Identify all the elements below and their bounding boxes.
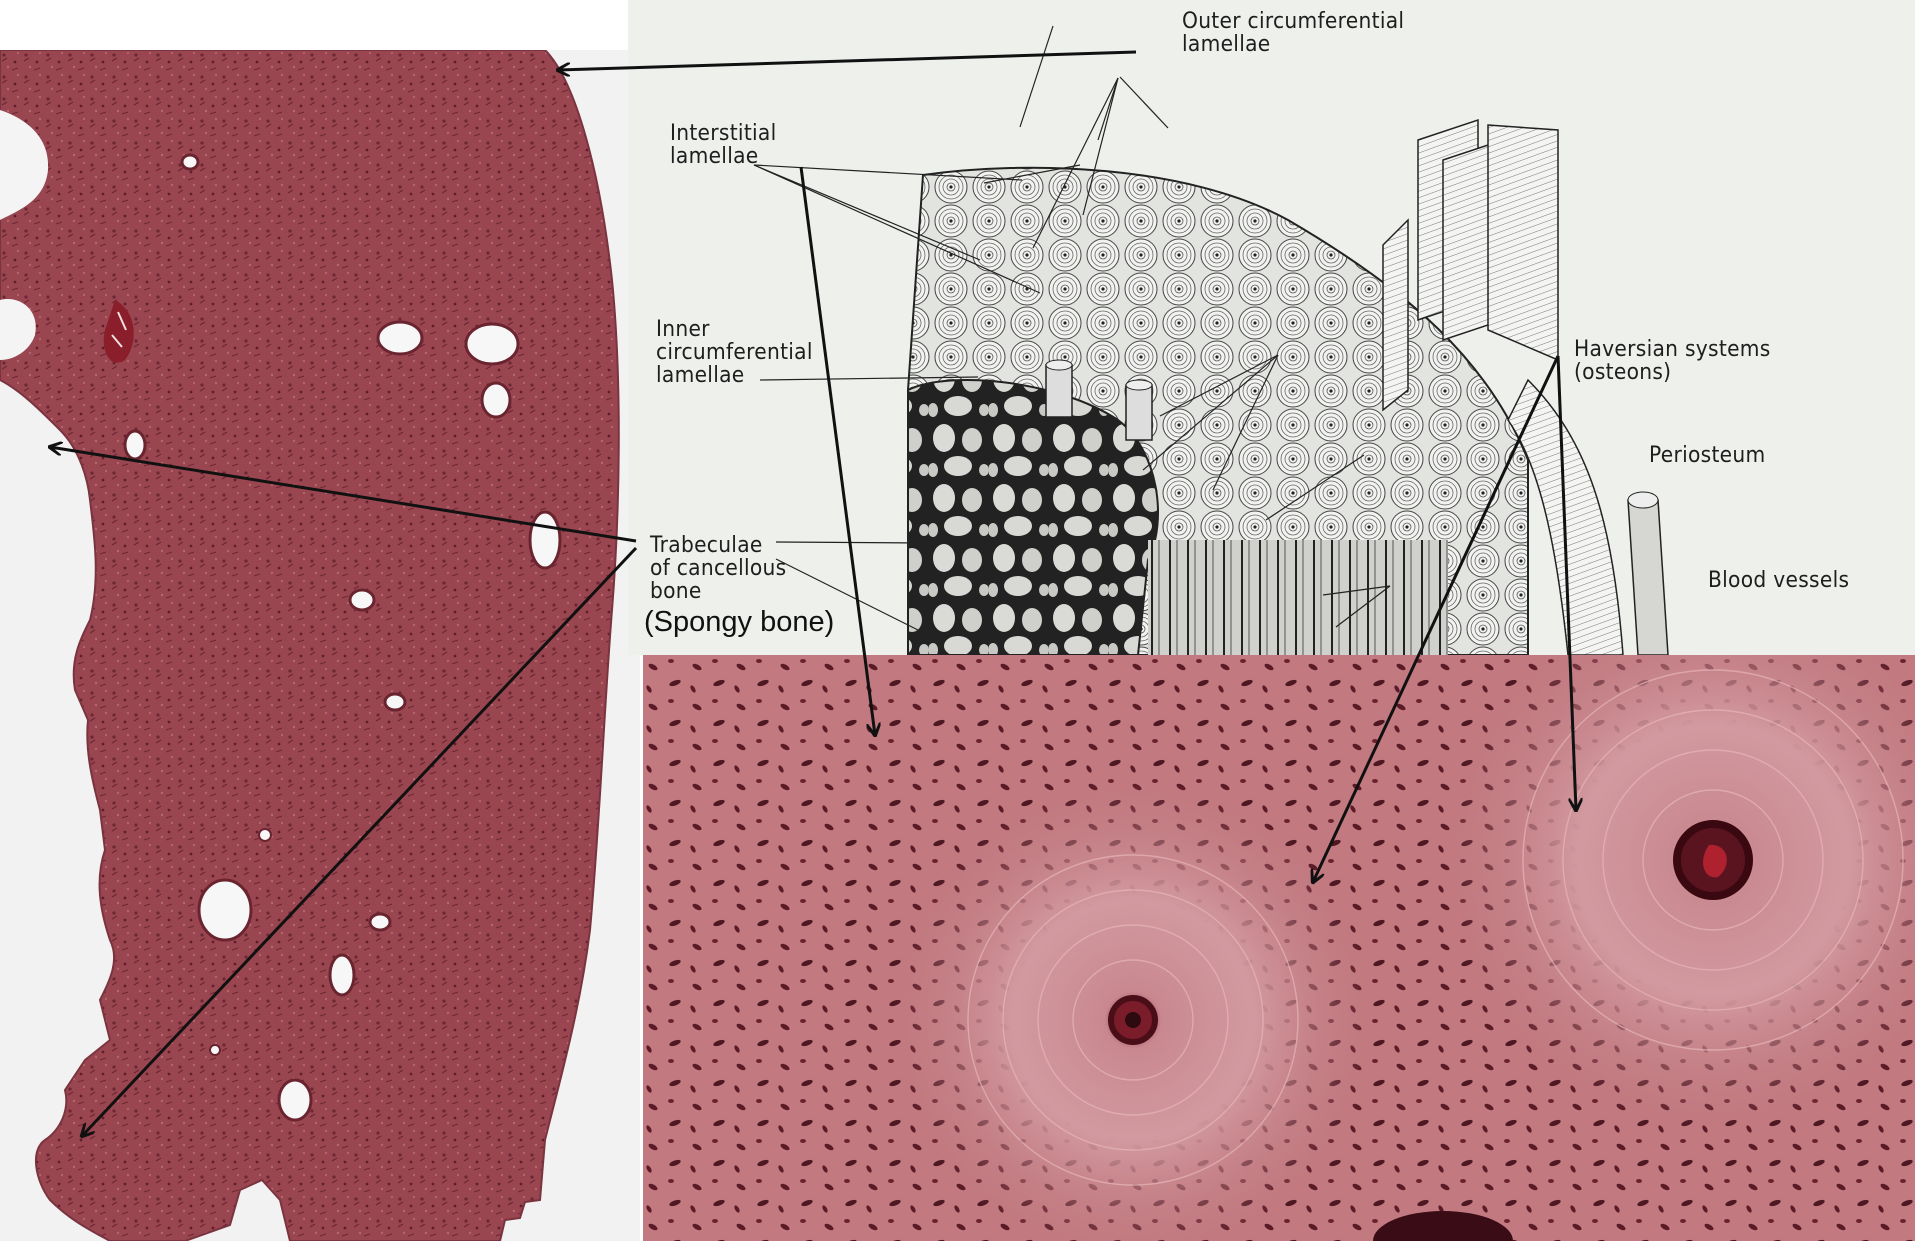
compact-bone-histology-section	[0, 50, 640, 1241]
label-interstitial-lamellae: Interstitial lamellae	[670, 122, 777, 168]
label-outer-circumferential-lamellae: Outer circumferential lamellae	[1182, 10, 1404, 56]
histology-section-drawing	[0, 50, 640, 1241]
osteon-micrograph	[643, 655, 1915, 1241]
bone-cross-section-illustration	[628, 0, 1915, 655]
bone-structure-diagram: Outer circumferential lamellae Interstit…	[628, 0, 1915, 655]
label-trabeculae-cancellous-bone: Trabeculae of cancellous bone	[650, 534, 786, 603]
osteon-micrograph-drawing	[643, 655, 1915, 1241]
label-periosteum: Periosteum	[1649, 444, 1766, 467]
label-inner-circumferential-lamellae: Inner circumferential lamellae	[656, 318, 813, 387]
spongy-bone-caption: (Spongy bone)	[644, 606, 834, 638]
label-haversian-systems: Haversian systems (osteons)	[1574, 338, 1771, 384]
label-blood-vessels: Blood vessels	[1708, 569, 1849, 592]
